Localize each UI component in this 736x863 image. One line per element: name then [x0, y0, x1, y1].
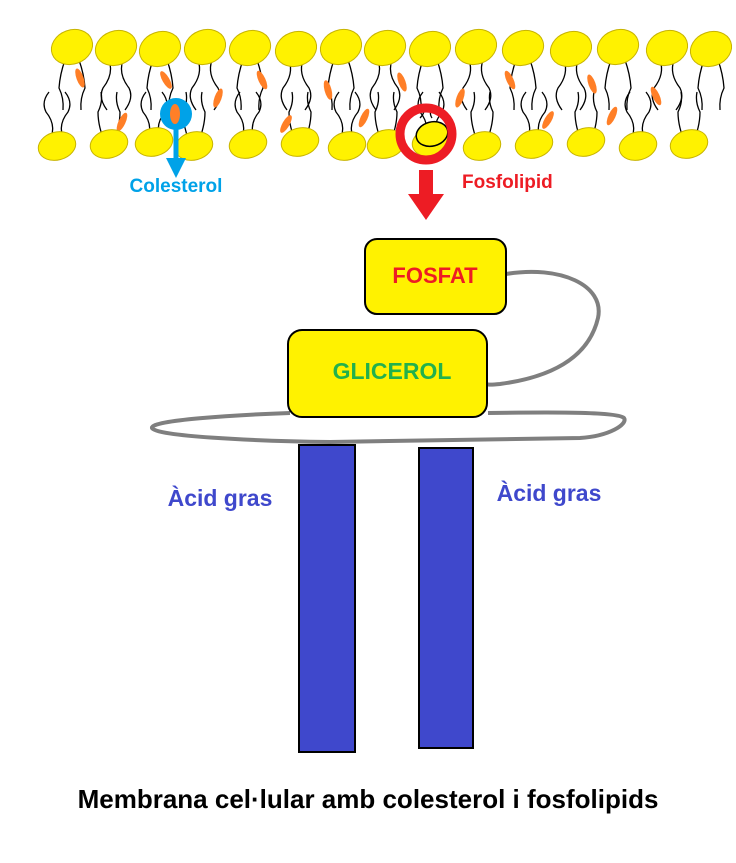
cholesterol-molecule [504, 70, 516, 90]
cholesterol-molecule [160, 71, 172, 89]
fatty-tail [43, 91, 71, 139]
phospholipid-head [183, 28, 227, 66]
phospholipid-head [138, 30, 182, 68]
fatty-tail [327, 59, 355, 111]
cholesterol-molecule [542, 111, 554, 129]
phospholipid-head [37, 131, 77, 161]
phospholipid-head [94, 29, 138, 67]
cholesterol-molecule [650, 86, 662, 106]
fatty-tail [470, 91, 494, 139]
cholesterol-molecule [280, 115, 292, 133]
fatty-tail [555, 59, 587, 111]
cholesterol-molecule [256, 70, 268, 90]
phospholipid-head [462, 131, 502, 161]
phospholipid-head [689, 30, 733, 68]
fatty-acid-right [418, 447, 474, 749]
caption: Membrana cel·lular amb colesterol i fosf… [78, 784, 659, 814]
cholesterol-highlight [160, 98, 192, 178]
fatty-tail [460, 59, 492, 111]
phospholipid-head [228, 129, 268, 159]
fatty-tail [369, 59, 401, 111]
fosfat-box [364, 238, 507, 315]
phospholipid-head [549, 30, 593, 68]
cholesterol-molecule [606, 106, 618, 126]
cholesterol-molecule [323, 80, 333, 100]
phospholipid-head [566, 127, 606, 157]
phospholipid-head [514, 129, 554, 159]
phospholipid-head [228, 29, 272, 67]
cholesterol-molecule [397, 72, 407, 92]
phospholipid-head [363, 29, 407, 67]
fatty-tail [333, 91, 361, 139]
glicerol-label: GLICEROL [333, 358, 452, 384]
cholesterol-molecule [116, 112, 128, 132]
fosfat-label: FOSFAT [392, 263, 478, 288]
phospholipid-highlight [395, 103, 457, 220]
fatty-tail [604, 59, 632, 111]
connector-fosfat-glicerol [484, 269, 601, 387]
colesterol-label: Colesterol [130, 176, 223, 197]
cholesterol-molecule [358, 108, 370, 128]
fatty-tail [624, 91, 652, 139]
connector-glicerol-acids [149, 410, 627, 445]
phospholipid-head [280, 127, 320, 157]
fatty-tail [697, 59, 725, 111]
phospholipid-head [618, 131, 658, 161]
fatty-tail [416, 59, 444, 111]
acid-gras-left-label: Àcid gras [168, 484, 273, 511]
fosfolipid-label: Fosfolipid [462, 172, 553, 193]
glicerol-box [287, 329, 488, 418]
phospholipid-head [327, 131, 367, 161]
cholesterol-molecule [75, 68, 85, 88]
phospholipid-head [596, 28, 640, 66]
fatty-tail [509, 59, 537, 111]
acid-gras-right-label: Àcid gras [497, 479, 602, 506]
fatty-acid-left [298, 444, 356, 753]
phospholipid-head [274, 30, 318, 68]
fatty-tail [280, 59, 312, 111]
phospholipid-head [50, 28, 94, 66]
fatty-tail [100, 59, 132, 111]
phospholipid-head [454, 28, 498, 66]
fatty-tail [236, 59, 264, 111]
phospholipid-head [669, 129, 709, 159]
phospholipid-head [408, 30, 452, 68]
cholesterol-molecule [455, 88, 465, 108]
cholesterol-molecule [213, 88, 223, 108]
phospholipid-head [89, 129, 129, 159]
phospholipid-head [319, 28, 363, 66]
cholesterol-molecule [587, 74, 597, 94]
lipid-bilayer [37, 28, 733, 161]
phospholipid-head [645, 29, 689, 67]
fatty-tail [58, 59, 86, 111]
phospholipid-head [501, 29, 545, 67]
phospholipid-head [134, 127, 174, 157]
